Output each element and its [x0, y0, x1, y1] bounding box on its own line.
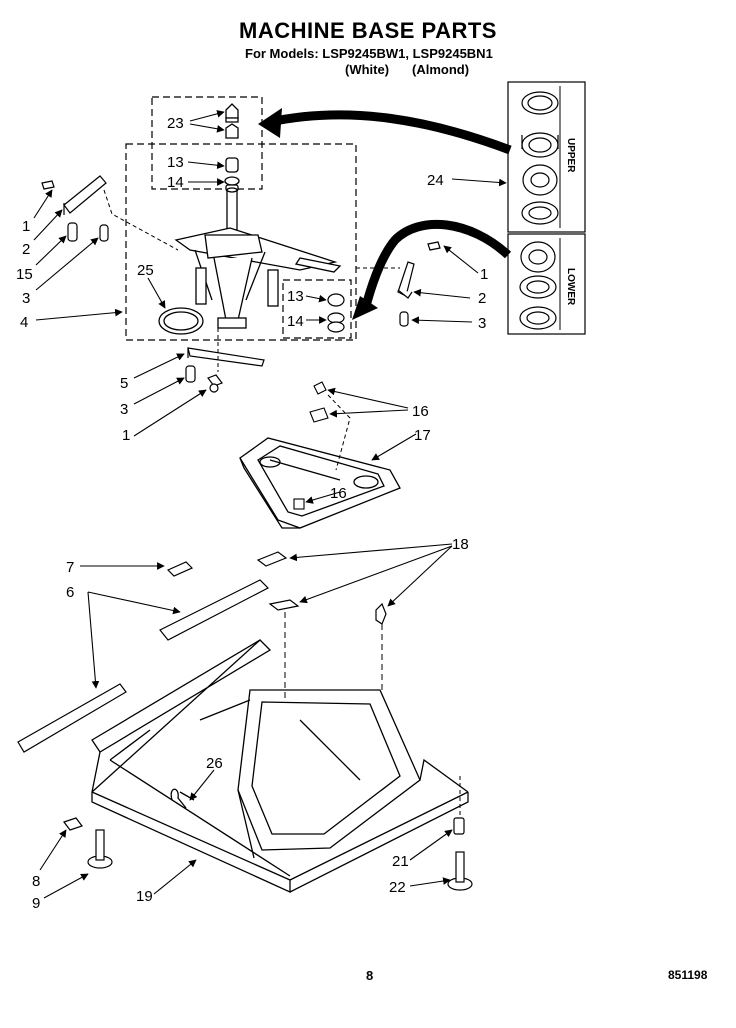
callout-6: 6 — [66, 584, 74, 601]
transmission-group-box — [125, 143, 357, 341]
dashed-group-boxes — [125, 96, 357, 341]
callout-21: 21 — [392, 853, 409, 870]
callout-18: 18 — [452, 536, 469, 553]
page-number: 8 — [366, 968, 374, 983]
callout-7: 7 — [66, 559, 74, 576]
model-numbers: For Models: LSP9245BW1, LSP9245BN1 — [245, 46, 493, 61]
upper-kit-arrowhead — [258, 108, 282, 138]
callout-17: 17 — [414, 427, 431, 444]
callout-24: 24 — [427, 172, 444, 189]
variant-almond: (Almond) — [412, 62, 470, 77]
callout-1: 1 — [22, 218, 30, 235]
lower-nuts — [327, 293, 345, 333]
right-bracket — [397, 241, 441, 327]
callout-14: 14 — [287, 313, 304, 330]
callout-13: 13 — [287, 288, 304, 305]
page-title: MACHINE BASE PARTS — [239, 18, 497, 43]
callout-2: 2 — [22, 241, 30, 258]
callout-26: 26 — [206, 755, 223, 772]
leveling-feet — [63, 817, 473, 891]
callout-8: 8 — [32, 873, 40, 890]
callout-1: 1 — [480, 266, 488, 283]
left-bracket — [41, 175, 109, 242]
bracket-dashed-link — [103, 189, 179, 251]
bearing-kit — [507, 81, 586, 335]
document-code: 851198 — [668, 968, 708, 982]
cap-parts — [224, 103, 240, 192]
callout-16: 16 — [330, 485, 347, 502]
machine-base-frame — [91, 639, 469, 894]
frame-clips — [293, 381, 329, 510]
lower-label: LOWER — [565, 268, 576, 306]
callout-9: 9 — [32, 895, 40, 912]
callouts: 23 13 14 24 1 2 15 3 4 25 1 2 3 13 14 5 … — [16, 115, 488, 912]
gasket-ring — [158, 307, 204, 335]
callout-13: 13 — [167, 154, 184, 171]
callout-22: 22 — [389, 879, 406, 896]
callout-4: 4 — [20, 314, 28, 331]
callout-14: 14 — [167, 174, 184, 191]
upper-kit-arrow — [269, 110, 512, 155]
callout-3: 3 — [22, 290, 30, 307]
callout-25: 25 — [137, 262, 154, 279]
lower-nut-group-box — [282, 279, 352, 339]
upper-label: UPPER — [565, 138, 576, 173]
callout-2: 2 — [478, 290, 486, 307]
lower-kit-arrow — [360, 219, 512, 312]
callout-23: 23 — [167, 115, 184, 132]
small-parts — [17, 551, 387, 753]
support-frame — [239, 437, 401, 529]
callout-1: 1 — [122, 427, 130, 444]
callout-15: 15 — [16, 266, 33, 283]
lower-kit-arrowhead — [352, 296, 378, 320]
callout-19: 19 — [136, 888, 153, 905]
lower-kit-box — [507, 233, 586, 335]
callout-5: 5 — [120, 375, 128, 392]
callout-16: 16 — [412, 403, 429, 420]
callout-3: 3 — [478, 315, 486, 332]
lower-bar-group — [185, 347, 265, 393]
upper-kit-box — [507, 81, 586, 233]
transmission-assembly — [174, 187, 342, 329]
leader-lines — [33, 110, 507, 899]
variant-white: (White) — [345, 62, 390, 77]
cap-group-box — [151, 96, 263, 190]
callout-3: 3 — [120, 401, 128, 418]
